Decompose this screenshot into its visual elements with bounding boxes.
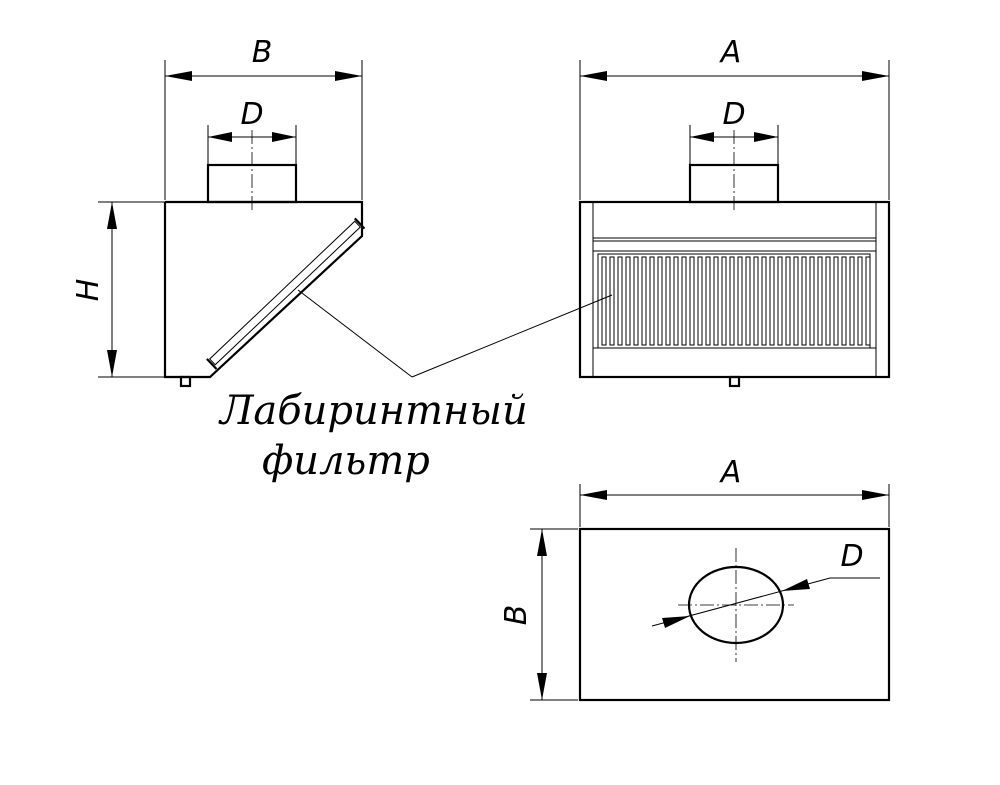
filter-slat <box>665 256 671 346</box>
dimension-side-width: B <box>164 35 363 200</box>
dimension-top-width: A <box>579 455 890 527</box>
dimension-top-duct: D <box>651 539 880 628</box>
filter-slat <box>697 256 703 346</box>
filter-slat <box>753 256 759 346</box>
labyrinth-filter-slats <box>601 256 871 346</box>
label-top-width: A <box>719 455 742 490</box>
front-view: A D <box>578 35 891 388</box>
filter-slat <box>673 256 679 346</box>
filter-slat <box>857 256 863 346</box>
side-view: B D H <box>71 35 366 388</box>
label-top-depth: B <box>499 605 534 626</box>
filter-slat <box>713 256 719 346</box>
filter-slat <box>641 256 647 346</box>
filter-slat <box>601 256 607 346</box>
label-front-width: A <box>719 35 742 70</box>
side-drain-stub <box>179 375 192 388</box>
dimension-side-duct: D <box>207 97 297 165</box>
filter-slat <box>657 256 663 346</box>
label-side-width: B <box>252 35 273 70</box>
filter-top-rail <box>592 240 877 252</box>
filter-slat <box>705 256 711 346</box>
top-body-outline <box>578 527 891 702</box>
dimension-side-height: H <box>71 201 165 378</box>
filter-slat <box>809 256 815 346</box>
dimension-top-depth: B <box>499 528 578 701</box>
filter-slat <box>689 256 695 346</box>
filter-slat <box>841 256 847 346</box>
filter-slat <box>681 256 687 346</box>
filter-slat <box>617 256 623 346</box>
filter-slat <box>769 256 775 346</box>
filter-slat <box>761 256 767 346</box>
filter-slat <box>633 256 639 346</box>
filter-callout: Лабиринтный фильтр <box>218 289 613 484</box>
callout-leader-side <box>297 289 413 378</box>
filter-slat <box>865 256 871 346</box>
filter-slat <box>609 256 615 346</box>
filter-slat <box>721 256 727 346</box>
top-view: D A B <box>499 455 891 702</box>
dimension-front-duct: D <box>689 97 779 165</box>
filter-slat <box>729 256 735 346</box>
filter-slat <box>849 256 855 346</box>
filter-slat <box>793 256 799 346</box>
callout-label-line1: Лабиринтный <box>218 388 528 434</box>
label-side-duct: D <box>240 97 263 132</box>
callout-label-line2: фильтр <box>262 438 430 484</box>
filter-slat <box>817 256 823 346</box>
filter-slat <box>785 256 791 346</box>
side-body-outline <box>163 200 364 379</box>
filter-slat <box>745 256 751 346</box>
front-drain-stub <box>728 375 741 388</box>
filter-slat <box>801 256 807 346</box>
label-front-duct: D <box>722 97 745 132</box>
filter-slat <box>825 256 831 346</box>
filter-slat <box>625 256 631 346</box>
filter-slat <box>833 256 839 346</box>
filter-slat <box>737 256 743 346</box>
dimension-front-width: A <box>579 35 890 200</box>
side-filter-panel <box>206 217 366 370</box>
label-top-duct: D <box>840 539 863 574</box>
callout-leader-front <box>411 294 613 378</box>
filter-slat <box>649 256 655 346</box>
filter-slat <box>777 256 783 346</box>
label-side-height: H <box>71 279 106 302</box>
